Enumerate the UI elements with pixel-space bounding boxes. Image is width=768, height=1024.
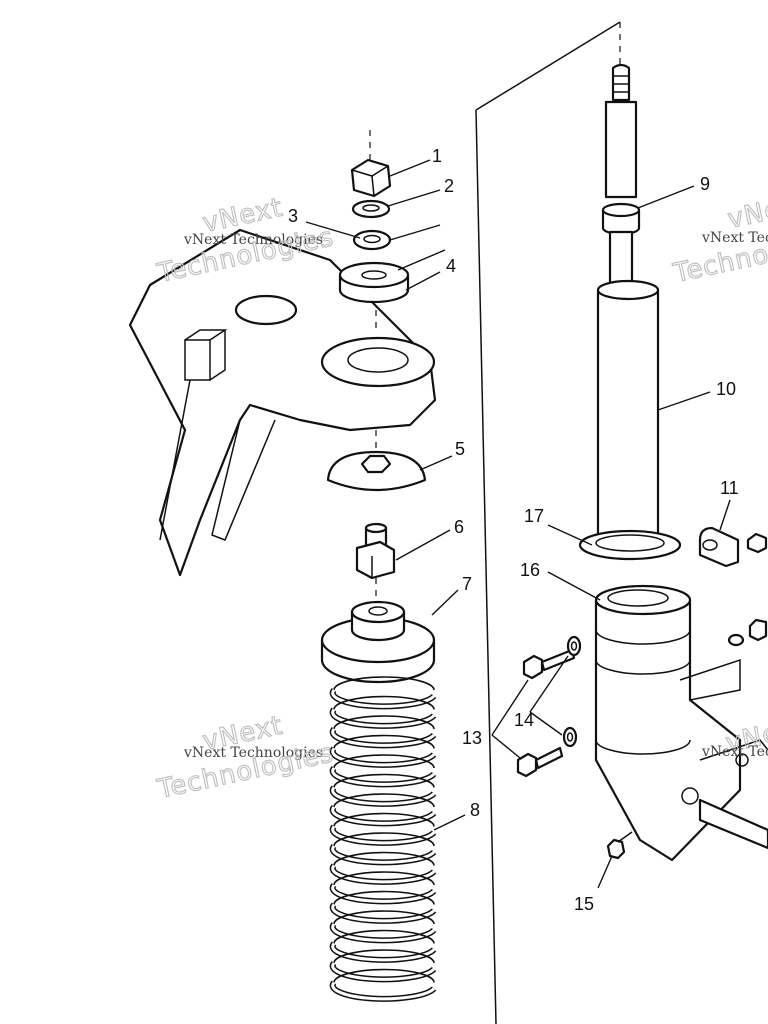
washer-upper-part-14 — [566, 635, 582, 657]
a-arm-bracket — [128, 228, 437, 577]
bolt-upper-part-13 — [522, 648, 576, 680]
callout-10: 10 — [716, 379, 736, 399]
watermark-top-right: vNext vNext Technologies Technologies — [670, 188, 768, 289]
spring-coil-back — [333, 949, 435, 964]
callout-8: 8 — [470, 800, 480, 820]
callout-4: 4 — [446, 256, 456, 276]
spring-coil-back — [333, 715, 435, 730]
spring-coil-back — [333, 793, 435, 808]
shock-absorber-part-10 — [596, 22, 660, 556]
callout-15: 15 — [574, 894, 594, 914]
spring-coil-back — [333, 734, 435, 749]
spring-coil-back — [333, 695, 435, 710]
coil-spring-part-8 — [329, 676, 437, 1002]
callout-3: 3 — [288, 206, 298, 226]
clamp-part-11 — [698, 526, 768, 568]
frame-outline — [475, 21, 621, 1024]
spring-coil-back — [333, 754, 435, 769]
spring-coil-back — [333, 929, 435, 944]
screw-part-15 — [606, 831, 633, 860]
callout-9: 9 — [700, 174, 710, 194]
bolt-lower-part-13 — [516, 746, 564, 778]
callout-7: 7 — [462, 574, 472, 594]
callout-14: 14 — [514, 710, 534, 730]
spring-coil-back — [333, 890, 435, 905]
callout-11: 11 — [720, 478, 739, 498]
callout-16: 16 — [520, 560, 540, 580]
right-edge-hardware — [727, 618, 768, 647]
nut-part-1 — [350, 130, 392, 198]
spring-coil-back — [333, 968, 435, 983]
spring-coil-back — [333, 832, 435, 847]
spring-coil-back — [333, 773, 435, 788]
callout-2: 2 — [444, 176, 454, 196]
seal-ring-part-17 — [578, 529, 682, 561]
spring-coil-back — [333, 851, 435, 866]
washer-lower-part-14 — [562, 726, 578, 748]
spring-coil-back — [333, 676, 435, 691]
callout-1: 1 — [432, 146, 442, 166]
lock-washer-part-3 — [352, 229, 392, 251]
callout-13: 13 — [462, 728, 482, 748]
svg-text:vNext Technologies: vNext Technologies — [183, 232, 323, 248]
spring-coil-highlight — [331, 981, 436, 1001]
spring-coil-back — [333, 910, 435, 925]
svg-text:vNext: vNext — [725, 189, 768, 235]
spring-coil-back — [333, 871, 435, 886]
svg-text:vNext Technologies: vNext Technologies — [701, 744, 768, 760]
washer-part-2 — [351, 199, 391, 219]
spring-coil-back — [333, 812, 435, 827]
svg-text:vNext Technologies: vNext Technologies — [701, 230, 768, 246]
leader-lines — [305, 159, 731, 889]
svg-text:vNext Technologies: vNext Technologies — [183, 745, 323, 761]
callout-17: 17 — [524, 506, 544, 526]
callout-6: 6 — [454, 517, 464, 537]
spring-cap-part-7 — [320, 600, 436, 684]
spindle-housing-part-16 — [594, 584, 768, 862]
watermark-mid-left: vNext vNext Technologies Technologies — [154, 710, 337, 805]
bushing-part-4 — [338, 261, 410, 304]
cup-washer-part-5 — [326, 450, 427, 492]
stud-nut-part-6 — [355, 522, 396, 580]
callout-labels: 1 2 3 4 5 6 7 8 9 10 11 13 14 15 16 17 — [288, 146, 739, 914]
callout-5: 5 — [455, 439, 465, 459]
